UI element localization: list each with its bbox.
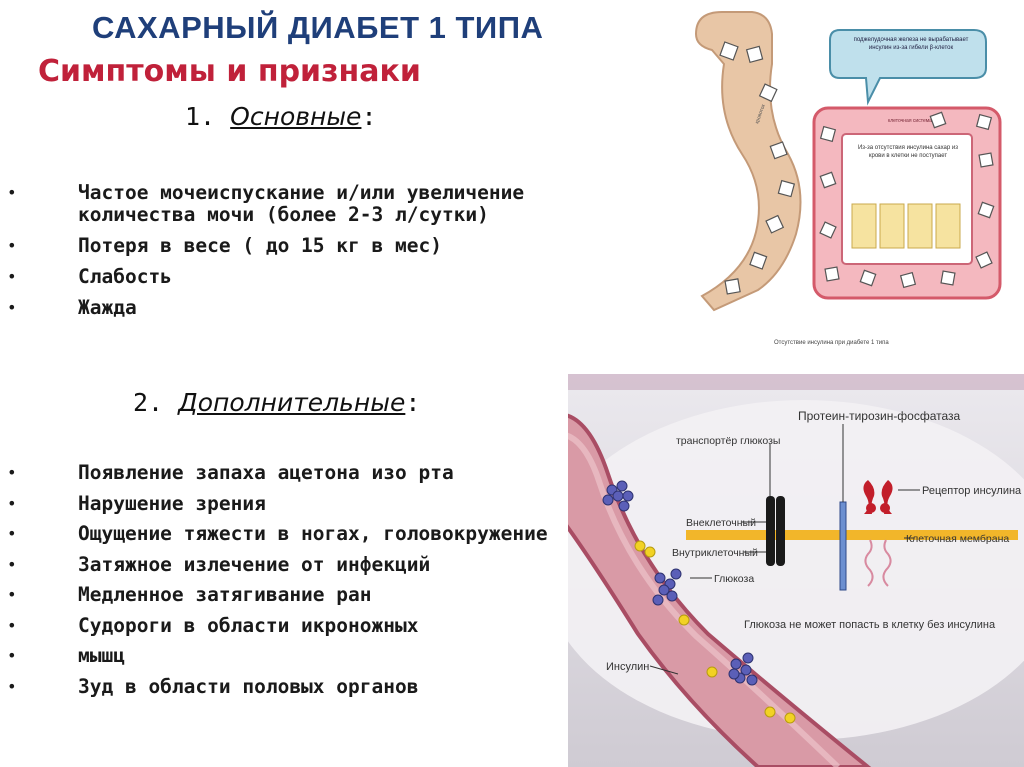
membrane-label: клеточная система — [888, 118, 932, 124]
list-item: • Потеря в весе ( до 15 кг в мес) — [0, 235, 560, 257]
section-title: Дополнительные — [178, 388, 406, 417]
symptom-text: Медленное затягивание ран — [78, 583, 372, 606]
membrane-label: Клеточная мембрана — [906, 533, 1009, 545]
section-additional-heading: 2. Дополнительные: — [133, 388, 420, 417]
insulin-label: Инсулин — [606, 661, 649, 673]
section-colon: : — [405, 388, 421, 417]
symptom-text: Затяжное излечение от инфекций — [78, 552, 431, 576]
bullet-icon: • — [7, 615, 17, 635]
intracellular-label: Внутриклеточный — [672, 547, 758, 559]
section-title: Основные — [230, 102, 362, 131]
glucose-label: Глюкоза — [714, 573, 754, 585]
list-item: • Зуд в области половых органов — [0, 674, 560, 698]
list-item: • Частое мочеиспускание и/или увеличение … — [0, 182, 560, 226]
symptom-text: Частое мочеиспускание и/или увеличение к… — [78, 181, 525, 226]
section-number: 1. — [185, 102, 216, 131]
symptom-text: Потеря в весе ( до 15 кг в мес) — [78, 234, 442, 257]
list-item: • Ощущение тяжести в ногах, головокружени… — [0, 523, 560, 545]
bullet-icon: • — [7, 524, 17, 543]
symptom-text: Ощущение тяжести в ногах, головокружение — [78, 522, 548, 545]
blood-vessel — [568, 413, 872, 767]
list-item: • мышц — [0, 645, 560, 667]
cell-organelles — [851, 203, 961, 249]
additional-symptoms-list: • Появление запаха ацетона изо рта • Наруш… — [0, 462, 560, 706]
symptom-text: Появление запаха ацетона изо рта — [78, 461, 454, 484]
insulin-receptor — [863, 480, 893, 587]
pancreas-cell-diagram: кровоток поджелудочная железа не вырабат… — [692, 4, 1022, 366]
cell-membrane — [686, 530, 1018, 540]
symptom-text: Слабость — [78, 265, 172, 288]
section-main-heading: 1. Основные: — [185, 102, 377, 131]
bullet-icon: • — [7, 585, 17, 604]
list-item: • Нарушение зрения — [0, 491, 560, 515]
symptom-text: Жажда — [78, 296, 137, 319]
transporter-label: транспортёр глюкозы — [676, 435, 780, 447]
bullet-icon: • — [7, 236, 17, 255]
bubble-text: поджелудочная железа не вырабатывает инс… — [853, 37, 969, 51]
bullet-icon: • — [7, 298, 17, 317]
list-item: • Появление запаха ацетона изо рта — [0, 462, 560, 484]
figure1-caption: Отсутствие инсулина при диабете 1 типа — [774, 340, 889, 346]
section-number: 2. — [133, 388, 164, 417]
no-entry-label: Глюкоза не может попасть в клетку без ин… — [744, 619, 996, 631]
speech-bubble — [829, 29, 987, 106]
list-item: • Судороги в области икроножных — [0, 613, 560, 637]
main-symptoms-list: • Частое мочеиспускание и/или увеличение … — [0, 182, 560, 328]
pancreas-tube — [694, 11, 802, 312]
glucose-transporter — [766, 496, 775, 566]
sugar-cubes — [719, 41, 796, 295]
page-title: САХАРНЫЙ ДИАБЕТ 1 ТИПА — [92, 10, 544, 45]
glucose-molecules — [602, 480, 758, 686]
phosphatase-protein — [839, 501, 847, 591]
list-item: • Жажда — [0, 297, 560, 319]
symptom-text: Зуд в области половых органов — [78, 674, 419, 698]
page-subtitle: Симптомы и признаки — [38, 54, 421, 89]
bullet-icon: • — [7, 267, 17, 286]
list-item: • Затяжное излечение от инфекций — [0, 552, 560, 576]
bullet-icon: • — [7, 554, 17, 574]
receptor-label: Рецептор инсулина — [922, 485, 1022, 497]
symptom-text: Нарушение зрения — [78, 491, 266, 515]
section-colon: : — [361, 102, 377, 131]
insulin-molecules — [634, 540, 796, 724]
extracellular-label: Внеклеточный — [686, 517, 756, 529]
cell-sugar-cubes — [819, 111, 995, 289]
list-item: • Медленное затягивание ран — [0, 584, 560, 606]
cell-center-text: Из-за отсутствия инсулина сахар из крови… — [857, 145, 958, 159]
bullet-icon: • — [7, 493, 17, 513]
symptom-text: Судороги в области икроножных — [78, 613, 419, 637]
bullet-icon: • — [7, 676, 17, 696]
bullet-icon: • — [7, 463, 17, 482]
bullet-icon: • — [7, 646, 17, 665]
bullet-icon: • — [7, 183, 17, 202]
phosphatase-label: Протеин-тирозин-фосфатаза — [798, 409, 961, 423]
symptom-text: мышц — [78, 644, 125, 667]
insulin-receptor-diagram: Протеин-тирозин-фосфатаза транспортёр гл… — [568, 374, 1024, 767]
list-item: • Слабость — [0, 266, 560, 288]
